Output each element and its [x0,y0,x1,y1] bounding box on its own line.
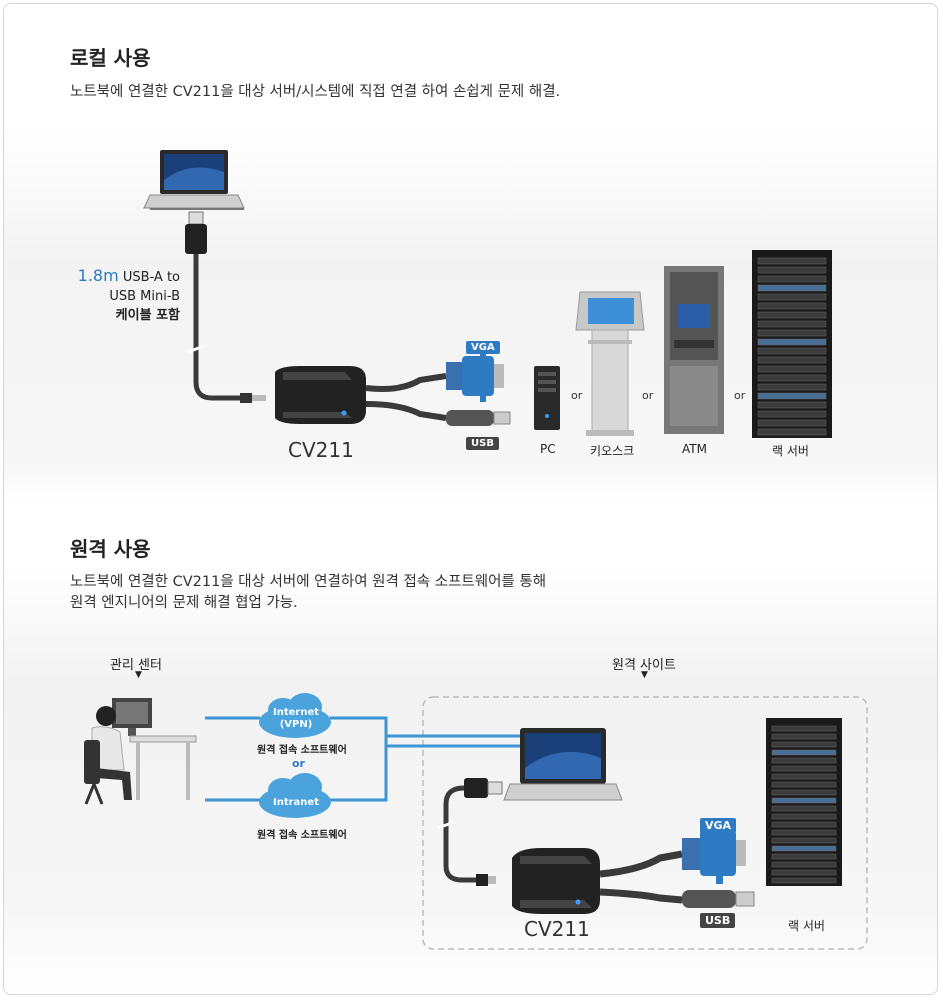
cable-caption-line1: USB-A to [122,270,180,285]
rack-server-icon [766,718,842,886]
atm-icon [664,266,724,434]
remote-diagram [84,693,868,950]
usb-tag: USB [700,913,736,928]
local-description: 노트북에 연결한 CV211을 대상 서버/시스템에 직접 연결 하여 손쉽게 … [70,84,561,100]
rack-server-icon [752,250,832,438]
usb-tag: USB [466,437,499,450]
rack-server-label: 랙 서버 [788,919,825,933]
pc-tower-icon [534,366,560,430]
remote-description-line2: 원격 엔지니어의 문제 해결 협업 가능. [70,595,298,611]
or-label: or [292,757,305,770]
mgmt-center-label: 관리 센터 [110,658,162,673]
cv211-label: CV211 [524,917,590,941]
target-label-rack-server: 랙 서버 [772,444,809,458]
remote-title: 원격 사용 [70,537,151,561]
target-label-kiosk: 키오스크 [590,444,635,458]
cable-caption-line3: 케이블 포함 [115,308,180,323]
or-label: or [642,389,654,402]
cv211-label: CV211 [288,438,354,462]
cloud-intranet-label: Intranet [273,797,319,808]
vga-tag: VGA [700,818,737,833]
laptop-icon [503,728,623,801]
vga-tag: VGA [466,341,500,354]
usb-connector-icon [682,890,755,908]
internet-vpn-cloud-text: Internet (VPN) [273,707,319,730]
vga-connector-icon [682,822,746,884]
local-diagram [143,150,832,438]
cv211-device-icon [275,366,366,424]
usb-connector-icon [446,410,511,426]
remote-site-label: 원격 사이트 [612,658,676,673]
usb-a-plug-icon [464,778,503,798]
cv211-device-icon [512,848,600,914]
remote-description-line1: 노트북에 연결한 CV211을 대상 서버에 연결하여 원격 접속 소프트웨어를… [70,574,547,590]
usb-a-plug-icon [185,211,207,254]
arrow-down-icon: ▼ [135,670,142,680]
intranet-cloud-text: Intranet [273,797,319,808]
remote-site-box [422,696,868,950]
remote-software-label: 원격 접속 소프트웨어 [257,830,347,841]
remote-description: 노트북에 연결한 CV211을 대상 서버에 연결하여 원격 접속 소프트웨어를… [70,572,546,614]
target-label-pc: PC [540,442,556,456]
engineer-at-desk-icon [84,698,197,805]
cloud-internet-label: Internet [273,707,319,718]
remote-software-label: 원격 접속 소프트웨어 [257,745,347,756]
or-label: or [571,389,583,402]
cloud-vpn-label: (VPN) [280,719,313,730]
target-label-atm: ATM [682,442,707,456]
arrow-down-icon: ▼ [641,670,648,680]
intranet-cloud-icon [259,773,331,818]
cable-caption-line2: USB Mini-B [109,289,180,304]
local-title: 로컬 사용 [70,46,151,70]
or-label: or [734,389,746,402]
kiosk-icon [575,291,645,436]
cable-length: 1.8m [77,266,119,285]
internet-vpn-cloud-icon [259,693,331,738]
laptop-icon [143,150,245,210]
vga-connector-icon [446,350,504,402]
cable-caption: 1.8m USB-A to USB Mini-B 케이블 포함 [60,266,180,325]
